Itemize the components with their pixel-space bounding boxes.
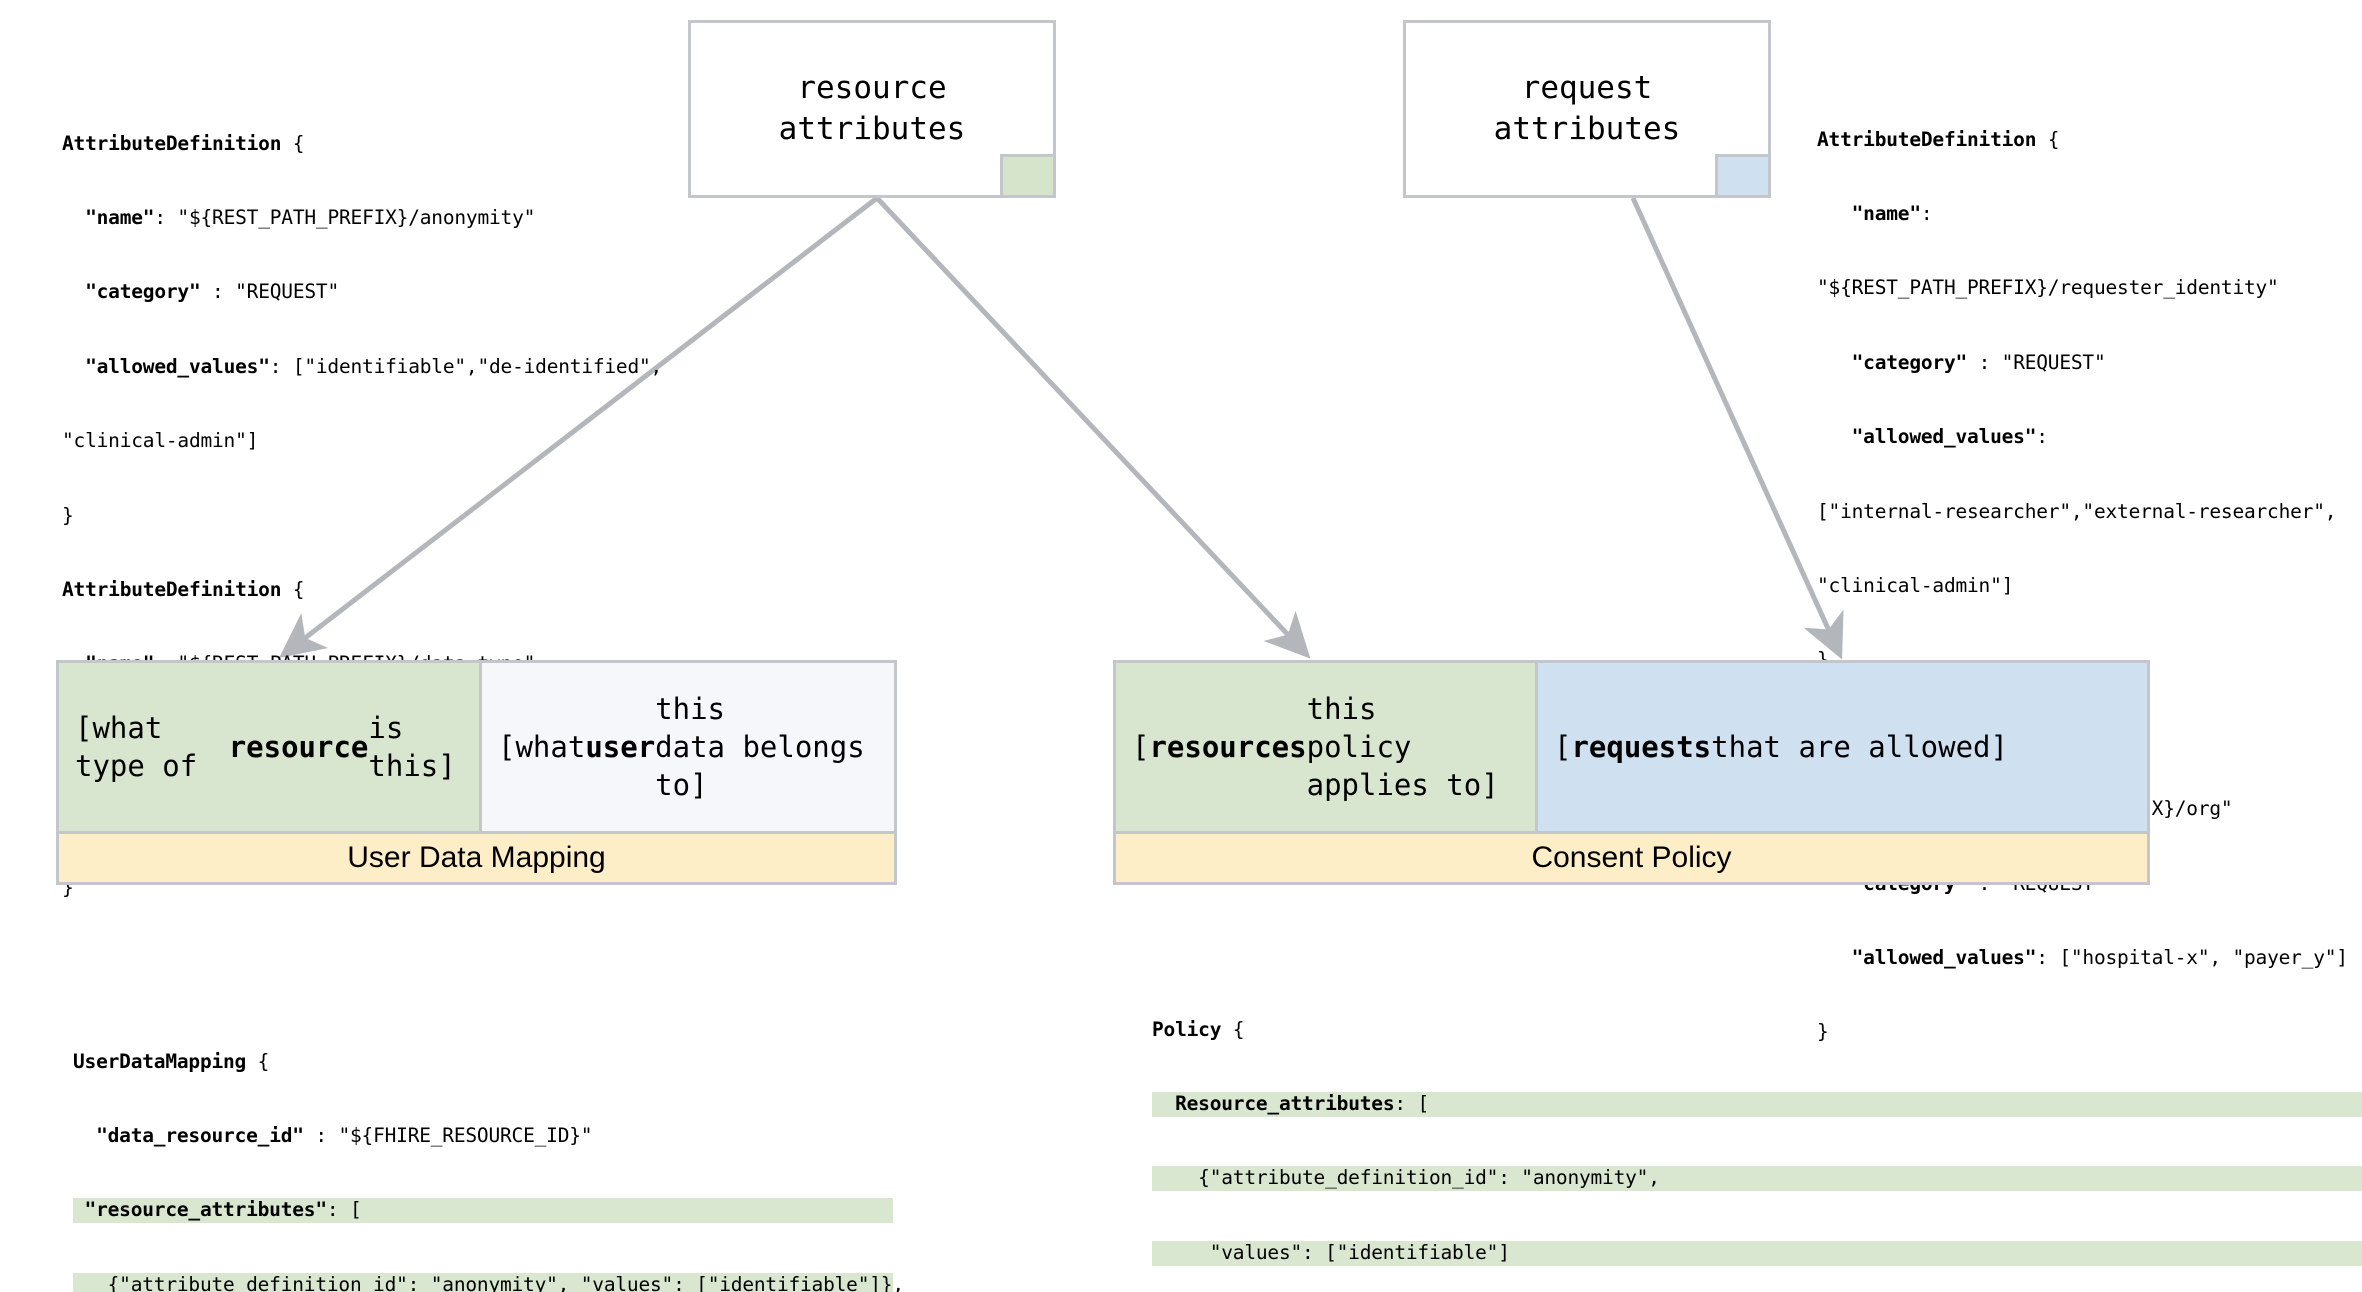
resource-attributes-box[interactable]: resource attributes xyxy=(688,20,1056,198)
code-line: AttributeDefinition { xyxy=(62,131,305,155)
right-attribute-definitions-code: AttributeDefinition { "name": "${REST_PA… xyxy=(1817,78,2357,1095)
resource-attribute-color-swatch xyxy=(1000,154,1056,198)
code-line: AttributeDefinition { xyxy=(62,577,305,601)
code-line: "allowed_values": xyxy=(1851,425,2048,449)
user-data-mapping-footer-label: User Data Mapping xyxy=(59,831,894,882)
code-line: } xyxy=(62,875,74,899)
code-line: "data_resource_id" : "${FHIRE_RESOURCE_I… xyxy=(96,1123,593,1147)
consent-policy-resource-cell[interactable]: [resources this policy applies to] xyxy=(1116,663,1535,831)
code-line: "name": xyxy=(1851,201,1933,225)
code-line: "${REST_PATH_PREFIX}/requester_identity" xyxy=(1817,276,2279,300)
resource-attributes-label: resource attributes xyxy=(778,70,966,147)
code-line: "category" : "REQUEST" xyxy=(1851,350,2106,374)
consent-policy-body: [resources this policy applies to] [requ… xyxy=(1116,663,2147,831)
consent-policy-entity[interactable]: [resources this policy applies to] [requ… xyxy=(1113,660,2150,885)
user-data-mapping-body: [what type of resource is this] [what us… xyxy=(59,663,894,831)
request-attribute-color-swatch xyxy=(1715,154,1771,198)
code-line: } xyxy=(62,503,74,527)
arrow-request-to-consent-policy xyxy=(1630,196,1844,660)
code-line: Policy { xyxy=(1152,1017,1245,1041)
code-line: "allowed_values": ["identifiable","de-id… xyxy=(85,354,663,378)
code-line: } xyxy=(1817,1020,1829,1044)
request-attributes-label: request attributes xyxy=(1493,70,1681,147)
arrow-resource-to-consent-policy xyxy=(875,196,1311,659)
user-data-mapping-user-cell[interactable]: [what user this data belongs to] xyxy=(479,663,894,831)
code-line: ["internal-researcher","external-researc… xyxy=(1817,499,2337,523)
code-line: Resource_attributes: [ xyxy=(1152,1091,2362,1117)
policy-code: Policy { Resource_attributes: [ {"attrib… xyxy=(1152,968,2362,1292)
code-line: "clinical-admin"] xyxy=(62,429,259,453)
code-line: "values": ["identifiable"] xyxy=(1152,1240,2362,1266)
code-line: AttributeDefinition { xyxy=(1817,127,2060,151)
code-line: "name": "${REST_PATH_PREFIX}/anonymity" xyxy=(85,205,536,229)
consent-policy-footer-label: Consent Policy xyxy=(1116,831,2147,882)
user-data-mapping-resource-cell[interactable]: [what type of resource is this] xyxy=(59,663,479,831)
code-line: {"attribute_definition_id": "anonymity",… xyxy=(73,1272,904,1292)
code-line: "allowed_values": ["hospital-x", "payer_… xyxy=(1851,945,2348,969)
code-line: } xyxy=(1817,648,2357,673)
code-line: {"attribute_definition_id": "anonymity", xyxy=(1152,1166,2362,1192)
request-attributes-box[interactable]: request attributes xyxy=(1403,20,1771,198)
code-line: UserDataMapping { xyxy=(73,1049,270,1073)
code-line: "resource_attributes": [ xyxy=(73,1198,893,1224)
user-data-mapping-entity[interactable]: [what type of resource is this] [what us… xyxy=(56,660,897,885)
user-data-mapping-code: UserDataMapping { "data_resource_id" : "… xyxy=(73,1000,904,1292)
code-line: "clinical-admin"] xyxy=(1817,573,2014,597)
code-line: "category" : "REQUEST" xyxy=(85,280,339,304)
consent-policy-request-cell[interactable]: [requests that are allowed] xyxy=(1535,663,2147,831)
